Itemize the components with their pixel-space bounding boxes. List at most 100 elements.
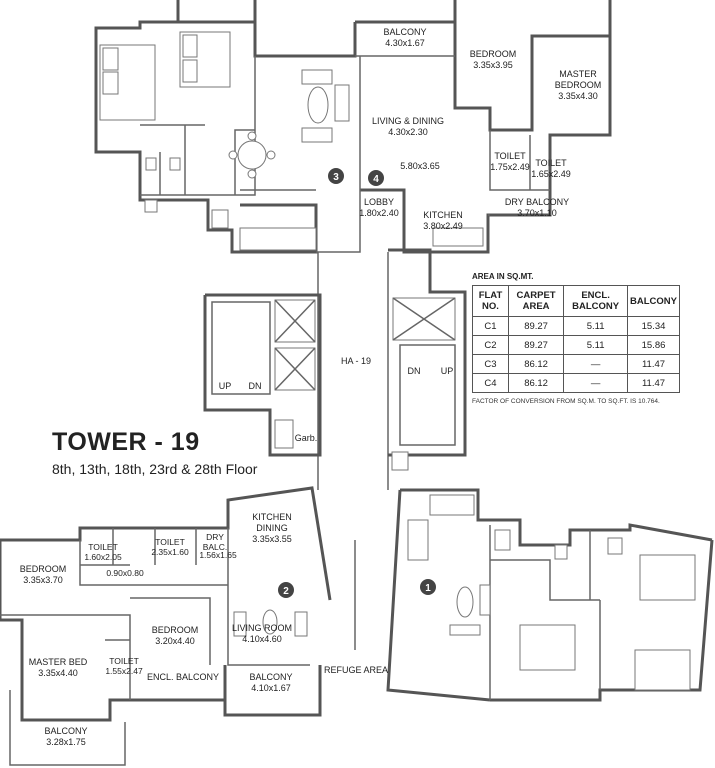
flat-number-2: 2 — [283, 586, 289, 597]
dry-balcony-top-name: DRY BALCONY — [505, 197, 569, 207]
stair-right-dn: DN — [408, 366, 421, 376]
table-cell: 11.47 — [627, 373, 680, 393]
dry-balc-bl-size: 1.56x1.65 — [199, 550, 237, 560]
area-header-encl-balcony: ENCL. BALCONY — [563, 285, 628, 317]
toilet-bl-3-size: 1.55x2.47 — [105, 666, 143, 676]
tower-floors: 8th, 13th, 18th, 23rd & 28th Floor — [52, 461, 258, 477]
flat-1-walls — [386, 488, 714, 702]
balcony-bl-2-name: BALCONY — [44, 726, 87, 736]
table-cell: 11.47 — [627, 354, 680, 374]
living-dining-size2: 5.80x3.65 — [400, 161, 440, 171]
master-bed-bl-size: 3.35x4.40 — [38, 668, 78, 678]
toilet-bl-1-size: 1.60x2.05 — [84, 552, 122, 562]
balcony-top-name: BALCONY — [383, 27, 426, 37]
flat-markers: 1 2 3 4 — [278, 168, 436, 598]
flat-marker-4 — [368, 170, 384, 186]
area-table-header-row: FLAT NO. CARPET AREA ENCL. BALCONY BALCO… — [472, 285, 680, 317]
flat-3-furniture — [99, 31, 350, 251]
kitchen-dining-bl-size: 3.35x3.55 — [252, 534, 292, 544]
balcony-bl-1-name: BALCONY — [249, 672, 292, 682]
table-row: C1 89.27 5.11 15.34 — [472, 316, 680, 336]
kitchen-dining-bl-name1: KITCHEN — [252, 512, 292, 522]
area-header-flat-no: FLAT NO. — [472, 285, 509, 317]
table-cell: 86.12 — [507, 354, 565, 374]
master-bedroom-top-size: 3.35x4.30 — [558, 91, 598, 101]
area-header-balcony: BALCONY — [627, 285, 680, 317]
table-cell: C3 — [472, 354, 509, 374]
area-header-carpet: CARPET AREA — [507, 285, 565, 317]
table-cell: 89.27 — [507, 316, 565, 336]
encl-balcony-bl-name: ENCL. BALCONY — [147, 672, 219, 682]
living-dining-top-size: 4.30x2.30 — [388, 127, 428, 137]
bedroom-top-size: 3.35x3.95 — [473, 60, 513, 70]
table-cell: 86.12 — [507, 373, 565, 393]
ha-label: HA - 19 — [341, 356, 371, 366]
room-labels: BALCONY 4.30x1.67 BEDROOM 3.35x3.95 MAST… — [20, 27, 602, 747]
conversion-note: FACTOR OF CONVERSION FROM SQ.M. TO SQ.FT… — [472, 398, 660, 405]
toilet-top-2-name: TOILET — [535, 158, 567, 168]
flat-marker-3 — [328, 168, 344, 184]
table-row: C2 89.27 5.11 15.86 — [472, 335, 680, 355]
table-cell: 5.11 — [563, 316, 628, 336]
balcony-top-size: 4.30x1.67 — [385, 38, 425, 48]
flat-4-walls — [316, 0, 612, 254]
living-dining-top-name: LIVING & DINING — [372, 116, 444, 126]
bedroom-top-name: BEDROOM — [470, 49, 517, 59]
lobby-top-name: LOBBY — [364, 197, 394, 207]
table-cell: 89.27 — [507, 335, 565, 355]
table-cell: — — [563, 354, 628, 374]
table-cell: C4 — [472, 373, 509, 393]
stair-left-dn: DN — [249, 381, 262, 391]
bedroom-bl-name: BEDROOM — [20, 564, 67, 574]
table-row: C4 86.12 — 11.47 — [472, 373, 680, 393]
flat-number-4: 4 — [373, 174, 379, 185]
dry-balc-bl-name2: BALC. — [203, 542, 228, 552]
kitchen-top-name: KITCHEN — [423, 210, 463, 220]
table-cell: 15.86 — [627, 335, 680, 355]
toilet-top-2-size: 1.65x2.49 — [531, 169, 571, 179]
living-room-bl-size: 4.10x4.60 — [242, 634, 282, 644]
balcony-bl-1-size: 4.10x1.67 — [251, 683, 291, 693]
passage-bl-size: 0.90x0.80 — [106, 568, 144, 578]
bedroom-bl-2-name: BEDROOM — [152, 625, 199, 635]
area-table-caption: AREA IN SQ.MT. — [472, 272, 534, 281]
living-room-bl-name: LIVING ROOM — [232, 623, 292, 633]
table-cell: C2 — [472, 335, 509, 355]
table-row: C3 86.12 — 11.47 — [472, 354, 680, 374]
garb-label: Garb. — [295, 433, 318, 443]
master-bedroom-top-name2: BEDROOM — [555, 80, 602, 90]
flat-2-walls — [0, 486, 332, 766]
table-cell: — — [563, 373, 628, 393]
table-cell: 5.11 — [563, 335, 628, 355]
area-table: FLAT NO. CARPET AREA ENCL. BALCONY BALCO… — [472, 285, 680, 393]
stair-left-up: UP — [219, 381, 232, 391]
dry-balcony-top-size: 3.70x1.10 — [517, 208, 557, 218]
toilet-top-1-size: 1.75x2.49 — [490, 162, 530, 172]
flat-3-walls — [94, 0, 357, 254]
balcony-bl-2-size: 3.28x1.75 — [46, 737, 86, 747]
toilet-top-1-name: TOILET — [494, 151, 526, 161]
lobby-top-size: 1.80x2.40 — [359, 208, 399, 218]
flat-number-1: 1 — [425, 583, 431, 594]
bedroom-bl-2-size: 3.20x4.40 — [155, 636, 195, 646]
master-bedroom-top-name1: MASTER — [559, 69, 597, 79]
flat-marker-1 — [420, 579, 436, 595]
dry-balc-bl-name1: DRY — [206, 532, 224, 542]
kitchen-top-size: 3.80x2.49 — [423, 221, 463, 231]
table-cell: 15.34 — [627, 316, 680, 336]
kitchen-dining-bl-name2: DINING — [256, 523, 288, 533]
core-walls — [203, 248, 467, 490]
toilet-bl-2-name: TOILET — [155, 537, 185, 547]
master-bed-bl-name: MASTER BED — [29, 657, 88, 667]
refuge-label: REFUGE AREA — [324, 665, 388, 675]
toilet-bl-2-size: 2.35x1.60 — [151, 547, 189, 557]
bedroom-bl-size: 3.35x3.70 — [23, 575, 63, 585]
flat-number-3: 3 — [333, 172, 339, 183]
toilet-bl-3-name: TOILET — [109, 656, 139, 666]
flat-marker-2 — [278, 582, 294, 598]
toilet-bl-1-name: TOILET — [88, 542, 118, 552]
tower-title: TOWER - 19 — [52, 428, 200, 456]
stair-right-up: UP — [441, 366, 454, 376]
table-cell: C1 — [472, 316, 509, 336]
